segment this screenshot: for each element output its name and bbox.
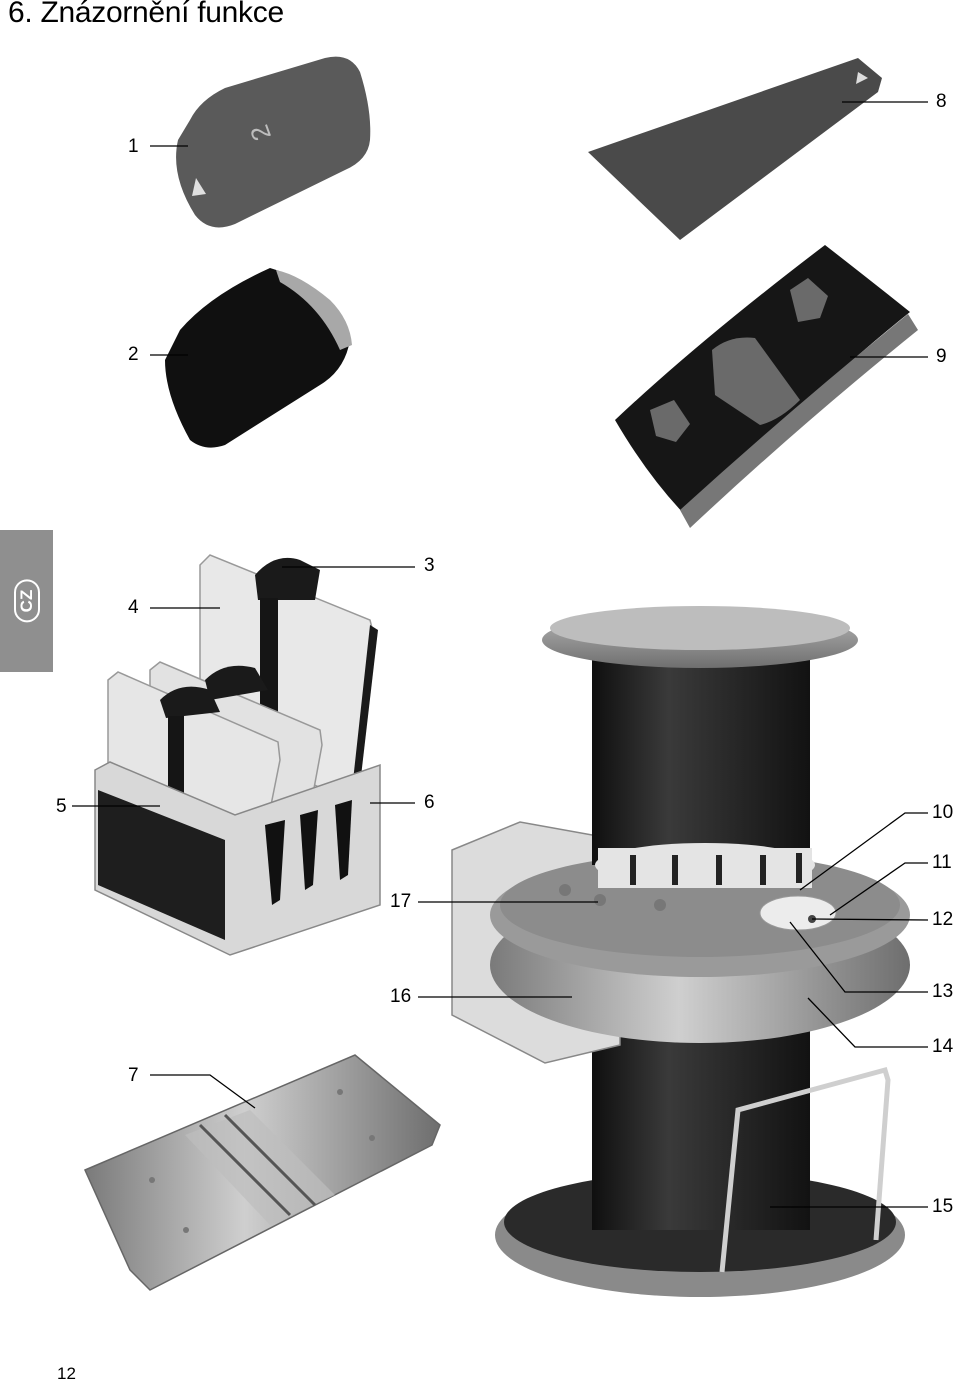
callout-7: 7: [128, 1065, 139, 1086]
callout-13: 13: [932, 981, 954, 1002]
language-tab: CZ: [0, 530, 53, 672]
light-protection-cassette-figure: [615, 245, 918, 528]
imaging-plate-figure: 2: [176, 56, 371, 228]
page-number: 12: [57, 1364, 76, 1383]
callout-9: 9: [936, 346, 947, 367]
metal-sheet-figure: [84, 1054, 441, 1291]
cover-sheet-figure: [588, 58, 882, 240]
callout-1: 1: [128, 136, 139, 157]
callout-2: 2: [128, 344, 139, 365]
callout-16: 16: [390, 986, 412, 1007]
page-title: 6. Znázornění funkce: [8, 0, 284, 29]
callout-8: 8: [936, 91, 947, 112]
callout-15: 15: [932, 1196, 954, 1217]
callout-lines: [72, 101, 929, 1208]
callout-14: 14: [932, 1036, 954, 1057]
plate-holder-stand-figure: [94, 554, 381, 956]
protective-bag-figure: [165, 268, 352, 448]
callout-10: 10: [932, 802, 954, 823]
callout-17: 17: [390, 891, 412, 912]
scanner-device-figure: [451, 606, 910, 1297]
callout-6: 6: [424, 792, 435, 813]
callout-4: 4: [128, 597, 139, 618]
callout-11: 11: [932, 852, 952, 873]
callout-5: 5: [56, 796, 67, 817]
callout-3: 3: [424, 555, 435, 576]
callout-12: 12: [932, 909, 954, 930]
